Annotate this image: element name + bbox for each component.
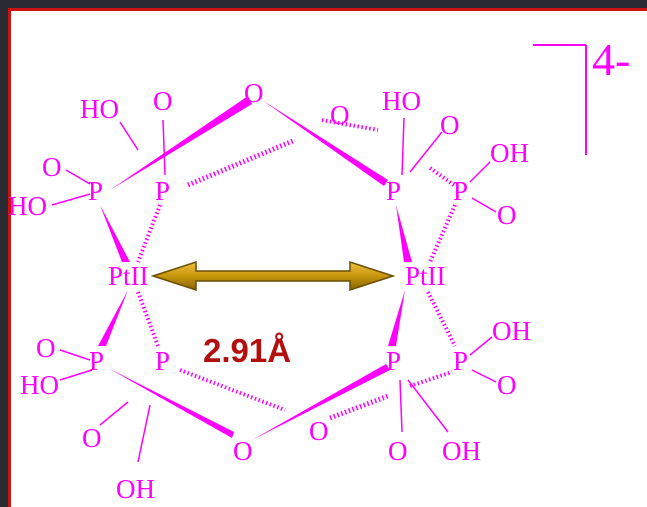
oxygen-label: O	[440, 110, 460, 140]
oxygen-label: O	[244, 78, 264, 108]
distance-label: 2.91Å	[203, 332, 291, 369]
bond-line	[471, 369, 497, 383]
oxygen-label: O	[388, 436, 408, 466]
phosphorus-label: P	[386, 346, 401, 376]
bond-hashed	[187, 137, 296, 188]
bond-hashed	[136, 291, 160, 347]
phosphorus-label: P	[386, 176, 401, 206]
hydroxyl-label: HO	[382, 86, 421, 116]
bond-hashed	[136, 204, 162, 263]
bond-wedge	[388, 290, 405, 346]
bond-hashed	[329, 393, 389, 421]
atom-labels: HO O O O HO O OH O P P P P HO O PtII PtI…	[8, 78, 531, 504]
bond-line	[407, 379, 449, 433]
diagram-panel	[8, 8, 647, 507]
bond-line	[409, 131, 443, 173]
bond-hashed	[179, 368, 286, 412]
charge-label: 4-	[592, 34, 630, 85]
oxygen-label: O	[330, 100, 350, 130]
bond-line	[399, 379, 403, 433]
phosphorus-label: P	[155, 176, 170, 206]
bond-line	[59, 369, 93, 381]
oxygen-label: O	[82, 423, 102, 453]
bond-line	[471, 197, 497, 213]
bond-hashed	[409, 370, 453, 388]
platinum-label: PtII	[108, 261, 149, 291]
bond-wedge	[110, 96, 252, 190]
bond-hashed	[426, 291, 457, 347]
bond-wedge	[262, 100, 388, 186]
oxygen-label: O	[42, 152, 62, 182]
bond-wedge	[396, 205, 412, 262]
bonds	[51, 96, 497, 463]
distance-arrow	[150, 260, 396, 292]
phosphorus-label: P	[88, 176, 103, 206]
bond-wedge	[252, 364, 390, 440]
hydroxyl-label: HO	[8, 191, 47, 221]
bond-line	[162, 119, 166, 176]
bond-wedge	[100, 205, 130, 262]
bond-line	[51, 193, 91, 206]
platinum-label: PtII	[405, 261, 446, 291]
hydroxyl-label: OH	[490, 138, 529, 168]
phosphorus-label: P	[453, 176, 468, 206]
phosphorus-label: P	[155, 346, 170, 376]
hydroxyl-label: HO	[80, 94, 119, 124]
hydroxyl-label: OH	[492, 316, 531, 346]
bond-line	[469, 336, 493, 356]
bond-wedge	[98, 290, 128, 346]
bond-line	[119, 121, 139, 151]
phosphorus-label: P	[89, 346, 104, 376]
bond-line	[65, 169, 91, 185]
hydroxyl-label: OH	[442, 436, 481, 466]
oxygen-label: O	[233, 436, 253, 466]
oxygen-label: O	[153, 86, 173, 116]
bond-line	[469, 161, 491, 183]
oxygen-label: O	[497, 370, 517, 400]
hydroxyl-label: HO	[20, 370, 59, 400]
bond-line	[59, 349, 91, 361]
bond-hashed	[321, 118, 379, 132]
bond-line	[401, 117, 405, 176]
oxygen-label: O	[309, 416, 329, 446]
hydroxyl-label: OH	[116, 474, 155, 504]
bond-hashed	[428, 166, 456, 187]
phosphorus-label: P	[453, 346, 468, 376]
oxygen-label: O	[497, 200, 517, 230]
charge-bracket	[533, 44, 587, 155]
bond-line	[137, 404, 151, 463]
bond-hashed	[428, 204, 457, 263]
bond-line	[99, 401, 129, 426]
oxygen-label: O	[36, 333, 56, 363]
bond-wedge	[108, 368, 234, 438]
